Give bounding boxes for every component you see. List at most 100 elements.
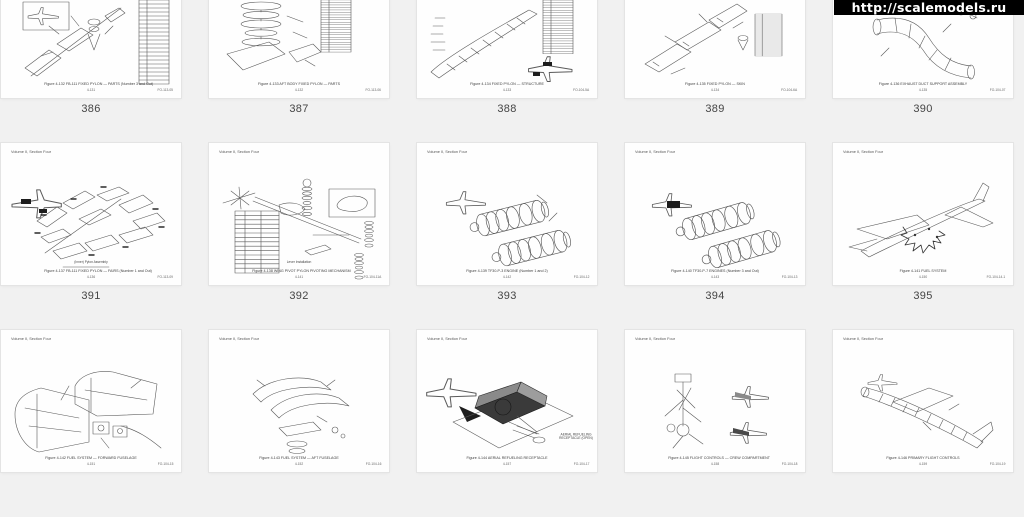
figure-code: FO-113-09 [157, 275, 173, 280]
page-thumbnail-397[interactable]: Volume II, Section Four Figure 4-143 FUE… [209, 330, 389, 517]
diagram-sublabel: AERIAL REFUELING RECEPTACLE (OPEN) [559, 432, 593, 440]
page-thumbnail-396[interactable]: Volume II, Section Four Figure 4-142 FUE… [1, 330, 181, 517]
page-393-diagram [445, 191, 574, 270]
page-388-diagram [430, 0, 574, 83]
page-footer: 4-133 [502, 88, 512, 93]
page-number: 390 [913, 103, 933, 115]
page-392: Volume II, Section Four Lever Installati… [209, 143, 389, 285]
page-footer: 4-134 [710, 88, 720, 93]
page-number: 395 [913, 290, 933, 302]
page-390: Figure 4-136 EXHAUST DUCT SUPPORT ASSEMB… [833, 0, 1013, 98]
page-footer: 4-143 [710, 275, 720, 280]
page-thumbnail-398[interactable]: Volume II, Section Four AERIAL REFUELING… [417, 330, 597, 517]
figure-code: FO-104-17 [573, 462, 589, 467]
figure-caption: Figure 4-140 TF30-P-7 ENGINES (Number 3 … [671, 269, 759, 273]
page-footer: 4-159 [918, 462, 928, 467]
page-thumbnail-400[interactable]: Volume II, Section Four Figure 4-146 PRI… [833, 330, 1013, 517]
page-header: Volume II, Section Four [843, 150, 884, 154]
page-400: Volume II, Section Four Figure 4-146 PRI… [833, 330, 1013, 472]
figure-code: FO-104-11A [363, 275, 381, 280]
figure-code: FO-104-14-1 [986, 275, 1005, 280]
page-397: Volume II, Section Four Figure 4-143 FUE… [209, 330, 389, 472]
page-thumbnail-390[interactable]: Figure 4-136 EXHAUST DUCT SUPPORT ASSEMB… [833, 0, 1013, 143]
page-392-diagram [222, 178, 376, 280]
figure-code: FO-104-19 [989, 462, 1005, 467]
page-394-diagram [651, 193, 784, 272]
page-391: Volume II, Section Four (Inner) Pylon As… [1, 143, 181, 285]
page-thumbnail-388[interactable]: Figure 4-134 FIXED PYLON — STRUCTURE 4-1… [417, 0, 597, 143]
figure-code: FO-104-15 [157, 462, 173, 467]
page-thumbnail-399[interactable]: Volume II, Section Four Figure 4-145 FLI… [625, 330, 805, 517]
page-388: Figure 4-134 FIXED PYLON — STRUCTURE 4-1… [417, 0, 597, 98]
page-396: Volume II, Section Four Figure 4-142 FUE… [1, 330, 181, 472]
figure-code: FO-104-5A [572, 88, 589, 93]
figure-code: FO-104-13 [781, 275, 797, 280]
page-thumbnail-391[interactable]: Volume II, Section Four (Inner) Pylon As… [1, 143, 181, 330]
figure-caption: Figure 4-141 FUEL SYSTEM [899, 269, 947, 273]
page-number: 391 [81, 290, 101, 302]
page-386-diagram [22, 0, 170, 85]
figure-code: FO-104-12 [573, 275, 589, 280]
page-thumbnail-393[interactable]: Volume II, Section Four Figure 4-139 TF3… [417, 143, 597, 330]
gallery-page: { "watermark": { "text": "http://scalemo… [0, 0, 1024, 472]
page-number: 392 [289, 290, 309, 302]
figure-caption: Figure 4-142 FUEL SYSTEM — FORWARD FUSEL… [45, 456, 137, 460]
figure-code: FO-104-6A [780, 88, 797, 93]
page-398: Volume II, Section Four AERIAL REFUELING… [417, 330, 597, 472]
page-thumbnail-392[interactable]: Volume II, Section Four Lever Installati… [209, 143, 389, 330]
page-396-diagram [14, 371, 162, 453]
page-footer: 4-131 [86, 88, 96, 93]
page-389: Figure 4-135 FIXED PYLON — SKIN 4-134 FO… [625, 0, 805, 98]
page-399-diagram [664, 373, 770, 449]
page-400-diagram [860, 374, 994, 449]
page-header: Volume II, Section Four [635, 150, 676, 154]
page-397-diagram [252, 377, 350, 454]
page-header: Volume II, Section Four [427, 150, 468, 154]
diagram-sublabel: (Inner) Pylon Assembly [74, 260, 108, 265]
figure-caption: Figure 4-143 FUEL SYSTEM — AFT FUSELAGE [259, 456, 339, 460]
page-footer: 4-158 [710, 462, 720, 467]
page-thumbnail-394[interactable]: Volume II, Section Four Figure 4-140 TF3… [625, 143, 805, 330]
page-thumbnail-386[interactable]: Figure 4-132 FB-111 FIXED PYLON — PARTS … [1, 0, 181, 143]
figure-code: FO-104-16 [365, 462, 381, 467]
page-391-diagram [11, 186, 166, 268]
watermark-scalemodels: http://scalemodels.ru [834, 0, 1024, 15]
page-number: 386 [81, 103, 101, 115]
page-footer: 4-152 [294, 462, 304, 467]
page-389-diagram [644, 3, 783, 75]
page-number: 387 [289, 103, 309, 115]
figure-code: FO-113-06 [365, 88, 381, 93]
page-thumbnail-387[interactable]: Figure 4-133 AFT BODY FIXED PYLON — PART… [209, 0, 389, 143]
page-header: Volume II, Section Four [843, 337, 884, 341]
page-footer: 4-150 [918, 275, 928, 280]
figure-code: FO-113-05 [157, 88, 173, 93]
page-394: Volume II, Section Four Figure 4-140 TF3… [625, 143, 805, 285]
page-thumbnail-389[interactable]: Figure 4-135 FIXED PYLON — SKIN 4-134 FO… [625, 0, 805, 143]
diagram-sublabel: Lever Installation [286, 260, 312, 265]
page-footer: 4-141 [294, 275, 304, 280]
figure-caption: Figure 4-139 TF30-P-3 ENGINE (Number 1 a… [466, 269, 548, 273]
page-393: Volume II, Section Four Figure 4-139 TF3… [417, 143, 597, 285]
page-footer: 4-151 [86, 462, 96, 467]
figure-code: FO-104-07 [989, 88, 1005, 93]
page-header: Volume II, Section Four [635, 337, 676, 341]
page-386: Figure 4-132 FB-111 FIXED PYLON — PARTS … [1, 0, 181, 98]
page-thumbnail-395[interactable]: Volume II, Section Four Figure 4-141 FUE… [833, 143, 1013, 330]
page-number: 393 [497, 290, 517, 302]
page-387: Figure 4-133 AFT BODY FIXED PYLON — PART… [209, 0, 389, 98]
page-header: Volume II, Section Four [427, 337, 468, 341]
page-header: Volume II, Section Four [219, 150, 260, 154]
page-footer: 4-142 [502, 275, 512, 280]
page-footer: 4-135 [918, 88, 928, 93]
page-number: 389 [705, 103, 725, 115]
page-header: Volume II, Section Four [219, 337, 260, 341]
page-number: 394 [705, 290, 725, 302]
figure-caption: Figure 4-136 EXHAUST DUCT SUPPORT ASSEMB… [878, 82, 968, 86]
figure-caption: Figure 4-145 FLIGHT CONTROLS — CREW COMP… [668, 456, 770, 460]
page-395-diagram [848, 182, 994, 258]
page-header: Volume II, Section Four [11, 150, 52, 154]
figure-caption: Figure 4-134 FIXED PYLON — STRUCTURE [470, 82, 544, 86]
page-footer: 4-157 [502, 462, 512, 467]
figure-caption: Figure 4-144 AERIAL REFUELING RECEPTACLE [466, 456, 548, 460]
